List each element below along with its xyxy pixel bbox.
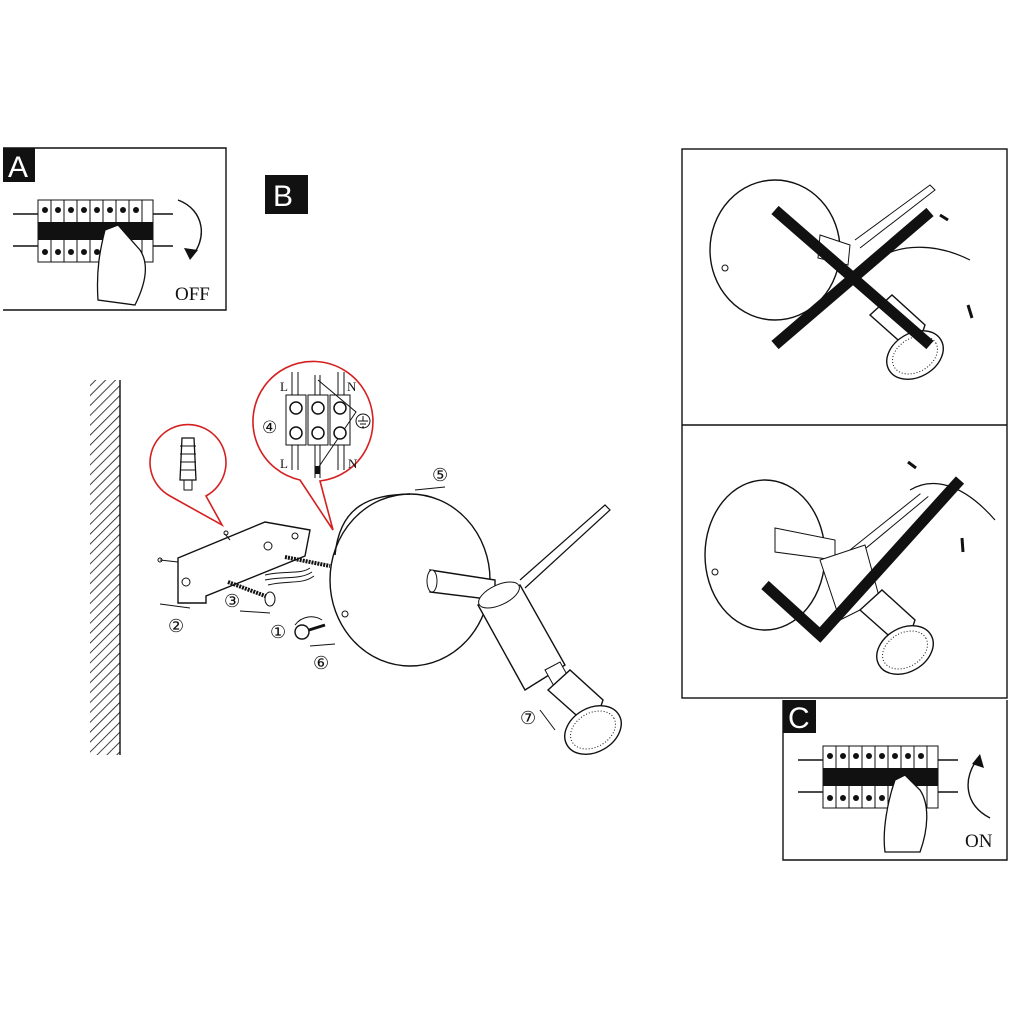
small-screw-icon <box>294 616 326 640</box>
panel-c-label: C <box>788 702 810 735</box>
aim-adjust-panel <box>681 148 1008 699</box>
panel-b-label: B <box>273 180 293 213</box>
step-7: ⑦ <box>520 708 536 728</box>
step-6: ⑥ <box>313 653 329 673</box>
panel-a-label: A <box>8 151 28 184</box>
switch-on-label: ON <box>965 831 993 852</box>
terminal-neutral-top: N <box>347 379 357 394</box>
terminal-live-bottom: L <box>280 456 288 471</box>
panel-a-switch-off: A OFF <box>3 147 227 311</box>
mounting-bracket <box>157 521 311 604</box>
ground-icon <box>355 413 371 429</box>
check-mark-icon <box>761 476 965 643</box>
step-4: ④ <box>262 418 277 437</box>
hand-icon <box>883 774 928 853</box>
hand-icon <box>909 483 996 521</box>
panel-c-label-box <box>783 700 816 733</box>
terminal-live-top: L <box>280 379 288 394</box>
switch-off-label: OFF <box>175 284 210 305</box>
terminal-block-callout: L N L N ④ <box>252 360 374 531</box>
wall-hatching <box>90 380 120 755</box>
circuit-breaker-icon <box>797 745 959 809</box>
step-1: ① <box>270 622 286 642</box>
step-3: ③ <box>224 591 240 611</box>
step-5: ⑤ <box>432 465 448 485</box>
screw-icon <box>227 555 331 607</box>
panel-a-label-box <box>3 148 35 182</box>
correct-adjustment <box>704 460 996 685</box>
rotate-up-arrow-icon <box>967 757 991 819</box>
wall-plug-callout <box>149 423 227 528</box>
panel-c-switch-on: C ON <box>782 700 1008 861</box>
wall-plug-icon <box>179 437 197 481</box>
cross-mark-icon <box>771 205 934 350</box>
incorrect-adjustment <box>709 179 974 390</box>
spotlight-fixture <box>329 493 631 765</box>
panel-b-label-box <box>265 175 308 214</box>
wires <box>264 567 315 586</box>
hand-icon <box>96 224 147 306</box>
circuit-breaker-icon <box>12 199 174 263</box>
step-2: ② <box>168 616 184 636</box>
terminal-neutral-bottom: N <box>348 456 358 471</box>
